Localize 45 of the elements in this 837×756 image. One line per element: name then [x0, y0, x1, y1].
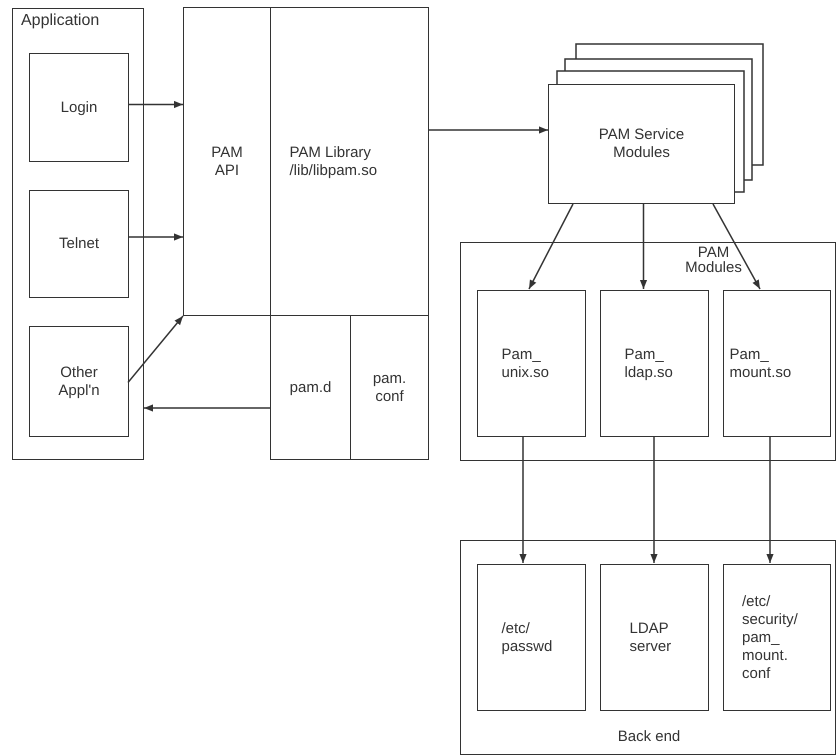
box-label: Telnet — [58, 235, 100, 253]
box-label: /etc/ passwd — [502, 620, 554, 656]
box-label: Login — [60, 98, 98, 116]
arrow — [712, 204, 761, 290]
box-label: Other Appl'n — [57, 364, 101, 400]
box-label: Pam_ unix.so — [502, 346, 550, 382]
arrow — [429, 126, 548, 134]
process-box — [723, 564, 831, 711]
group-title: PAM Modules — [684, 245, 743, 275]
box-label: Pam_ mount.so — [730, 346, 792, 382]
process-box — [600, 564, 709, 711]
arrow — [528, 204, 574, 290]
box-label: LDAP server — [630, 620, 672, 656]
arrow — [144, 404, 270, 412]
box-label: PAM API — [210, 144, 244, 180]
arrow — [766, 436, 774, 563]
process-box — [29, 53, 129, 162]
box-label: PAM Service Modules — [598, 126, 686, 162]
process-box — [350, 315, 429, 460]
process-box — [600, 290, 709, 437]
box-label: Pam_ ldap.so — [624, 346, 674, 382]
stacked-box — [548, 84, 735, 204]
group-container — [12, 8, 144, 460]
process-box — [270, 315, 351, 460]
group-container — [460, 242, 836, 461]
box-label: pam. conf — [372, 370, 408, 406]
process-box — [477, 564, 586, 711]
box-label: PAM Library /lib/libpam.so — [290, 144, 378, 180]
box-label: /etc/ security/ pam_ mount. conf — [742, 592, 799, 682]
arrow — [640, 204, 648, 289]
group-container — [460, 540, 836, 755]
arrow — [127, 316, 184, 383]
process-box — [29, 326, 129, 437]
process-box — [723, 290, 831, 437]
arrow — [650, 436, 658, 563]
process-box — [183, 7, 271, 316]
group-title: Application — [21, 11, 100, 30]
process-box — [477, 290, 586, 437]
arrow — [128, 100, 183, 108]
arrow — [128, 233, 183, 241]
process-box — [29, 190, 129, 298]
arrow — [519, 436, 527, 563]
box-label: pam.d — [288, 378, 332, 396]
group-title: Back end — [616, 728, 682, 746]
process-box — [270, 7, 429, 316]
